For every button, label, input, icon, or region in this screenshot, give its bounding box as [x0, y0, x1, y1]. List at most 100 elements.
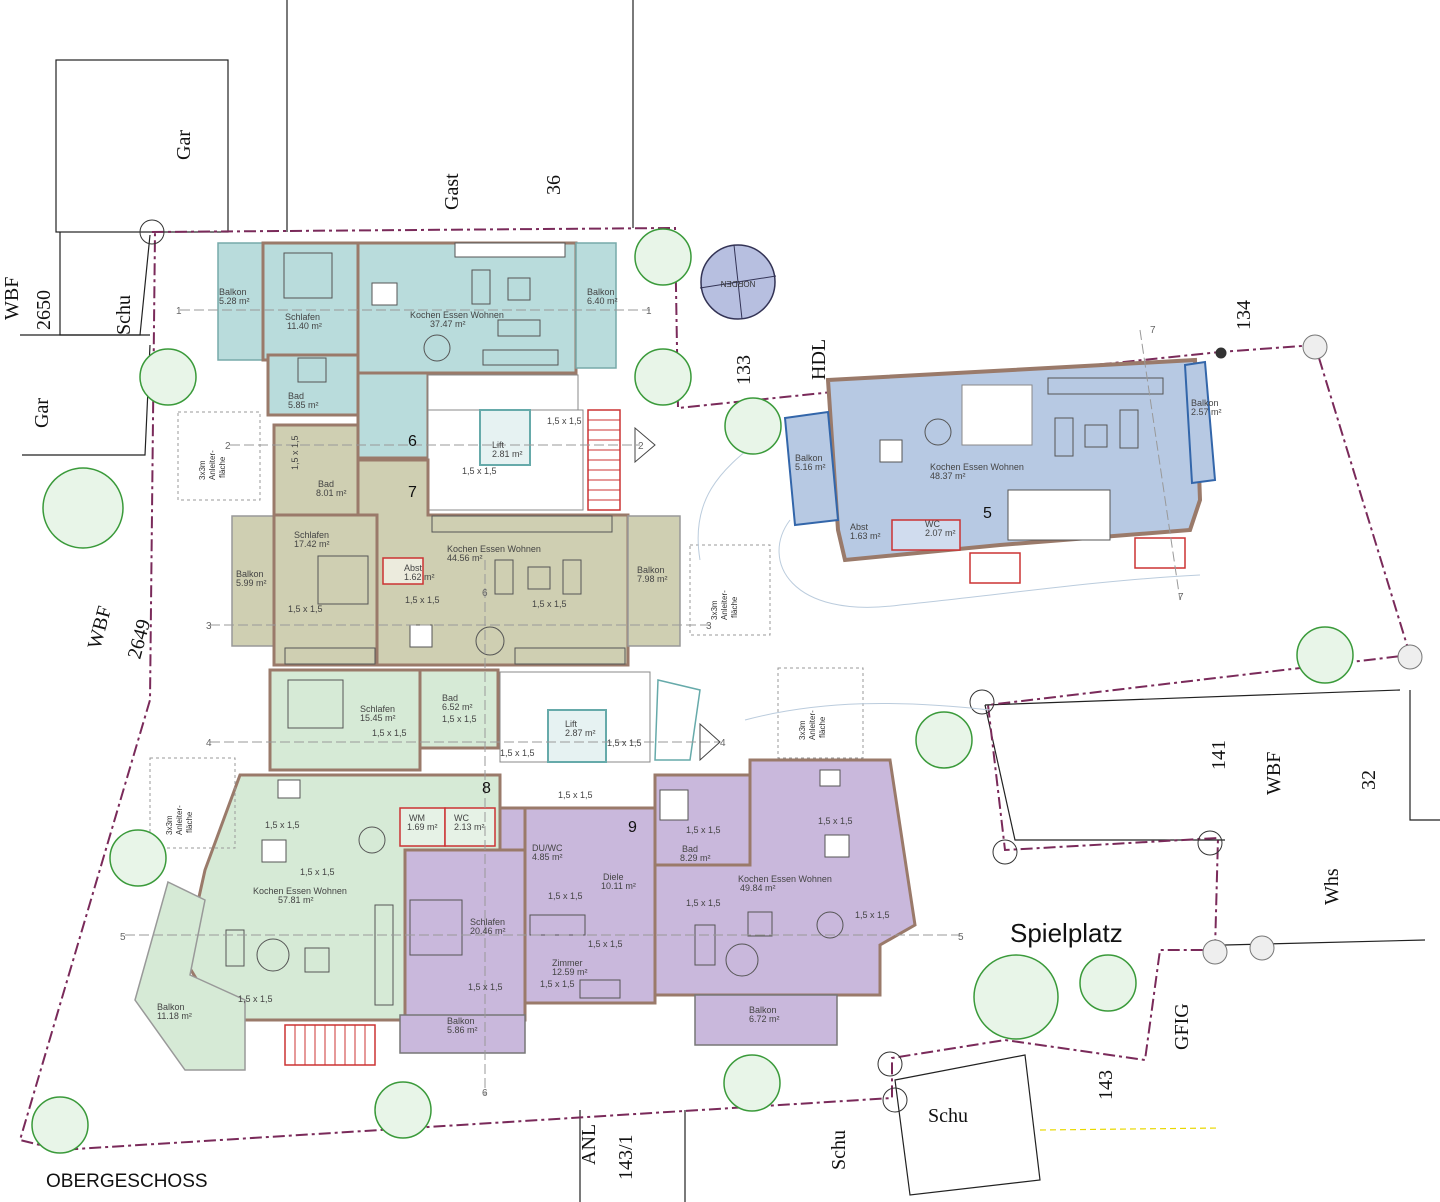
parcel-134: 134	[1233, 300, 1255, 330]
playground-label: Spielplatz	[1010, 918, 1123, 948]
clearance-label: 1,5 x 1,5	[547, 416, 582, 426]
parcel-schu-bottom-right: Schu	[928, 1105, 968, 1127]
survey-points	[139, 219, 1423, 1113]
room-area: 37.47 m²	[430, 319, 466, 329]
parcel-2650: 2650	[33, 290, 55, 330]
clearance-label: 1,5 x 1,5	[290, 435, 300, 470]
parcel-anl: ANL	[578, 1124, 600, 1165]
axis-labels: 1 1 2 2 3 3 4 4 5 5 6 6 7 7	[120, 306, 1184, 1099]
room-area: 2.57 m²	[1191, 407, 1222, 417]
tree	[1296, 626, 1354, 684]
parcel-hdl: HDL	[808, 339, 830, 380]
room-area: 2.07 m²	[925, 528, 956, 538]
room-name: Kochen Essen Wohnen	[253, 886, 347, 896]
room-area: 17.42 m²	[294, 539, 330, 549]
north-label: NORDEN	[720, 279, 755, 288]
clearance-label: 1,5 x 1,5	[855, 910, 890, 920]
axis-7-top: 7	[1150, 325, 1156, 336]
unit-numbers: 5 6 7 8 9	[408, 433, 992, 836]
parcel-schu-left: Schu	[113, 295, 135, 335]
clearance-label: 1,5 x 1,5	[548, 891, 583, 901]
unit-7	[231, 423, 681, 667]
clearance-label: 1,5 x 1,5	[265, 820, 300, 830]
room-area: 5.16 m²	[795, 462, 826, 472]
room-area: 5.99 m²	[236, 578, 267, 588]
room-name: Schlafen	[285, 312, 320, 322]
page-title: OBERGESCHOSS	[46, 1171, 208, 1192]
section-arrow-4	[699, 722, 721, 762]
room-name: Abst	[850, 522, 869, 532]
room-name: Balkon	[587, 287, 615, 297]
clearance-label: 1,5 x 1,5	[405, 595, 440, 605]
room-name: Balkon	[157, 1002, 185, 1012]
north-arrow: NORDEN	[699, 244, 777, 320]
trees	[31, 228, 1354, 1154]
unit-number-9: 9	[628, 819, 637, 836]
room-name: Bad	[682, 844, 698, 854]
unit-8	[134, 668, 502, 1071]
ladder-label-line2: Anleiter-	[720, 590, 729, 620]
tree	[42, 467, 124, 549]
unit-number-5: 5	[983, 505, 992, 522]
room-area: 4.85 m²	[532, 852, 563, 862]
unit-number-7: 7	[408, 484, 417, 501]
tree	[139, 348, 197, 406]
parcel-gfig: GFIG	[1171, 1003, 1193, 1050]
parcel-gar-left: Gar	[31, 398, 53, 428]
stair-core-top	[427, 374, 621, 511]
room-area: 2.87 m²	[565, 728, 596, 738]
room-area: 44.56 m²	[447, 553, 483, 563]
tree	[634, 348, 692, 406]
room-area: 49.84 m²	[740, 883, 776, 893]
parcel-133: 133	[733, 355, 755, 385]
room-name: Balkon	[795, 453, 823, 463]
tree	[973, 954, 1059, 1040]
ladder-label-line1: 3x3m	[798, 720, 807, 740]
room-area: 10.11 m²	[601, 881, 636, 891]
room-name: WM	[409, 813, 425, 823]
parcel-141: 141	[1208, 740, 1230, 770]
axis-4-right: 4	[720, 738, 726, 749]
clearance-label: 1,5 x 1,5	[686, 825, 721, 835]
room-area: 5.85 m²	[288, 400, 319, 410]
stair-core-middle	[499, 671, 701, 763]
clearance-label: 1,5 x 1,5	[686, 898, 721, 908]
clearance-labels: 1,5 x 1,5 1,5 x 1,5 1,5 x 1,5 1,5 x 1,5 …	[238, 416, 890, 1004]
room-name: Zimmer	[552, 958, 583, 968]
section-lines	[125, 309, 1181, 1095]
room-area: 6.52 m²	[442, 702, 473, 712]
parcel-gast: Gast	[441, 173, 463, 210]
clearance-label: 1,5 x 1,5	[558, 790, 593, 800]
tree	[634, 228, 692, 286]
unit-5	[783, 357, 1217, 584]
room-area: 11.40 m²	[287, 321, 322, 331]
room-name: Abst	[404, 563, 423, 573]
axis-5-right: 5	[958, 932, 964, 943]
ladder-label-line2: Anleiter-	[175, 805, 184, 835]
room-name: Kochen Essen Wohnen	[447, 544, 541, 554]
ladder-label-line3: fläche	[730, 596, 739, 618]
parcel-schu-bottom: Schu	[828, 1130, 850, 1170]
room-area: 6.72 m²	[749, 1014, 780, 1024]
tree	[31, 1096, 89, 1154]
room-name: WC	[925, 519, 940, 529]
parcel-labels: Gar Gast 36 WBF 2650 Schu Gar 133 HDL 13…	[1, 130, 1380, 1180]
clearance-label: 1,5 x 1,5	[238, 994, 273, 1004]
clearance-label: 1,5 x 1,5	[468, 982, 503, 992]
unit-number-8: 8	[482, 780, 491, 797]
room-area: 1.69 m²	[407, 822, 438, 832]
parcel-wbf-mid: WBF	[84, 604, 116, 652]
tree	[374, 1081, 432, 1139]
room-name: Diele	[603, 872, 624, 882]
room-area: 12.59 m²	[552, 967, 588, 977]
room-name: Kochen Essen Wohnen	[930, 462, 1024, 472]
room-area: 5.86 m²	[447, 1025, 478, 1035]
room-area: 8.29 m²	[680, 853, 711, 863]
room-area: 2.13 m²	[454, 822, 485, 832]
room-name: Kochen Essen Wohnen	[738, 874, 832, 884]
room-name: Balkon	[749, 1005, 777, 1015]
room-name: Bad	[442, 693, 458, 703]
room-area: 1.62 m²	[404, 572, 435, 582]
axis-3-left: 3	[206, 621, 212, 632]
tree	[915, 711, 973, 769]
